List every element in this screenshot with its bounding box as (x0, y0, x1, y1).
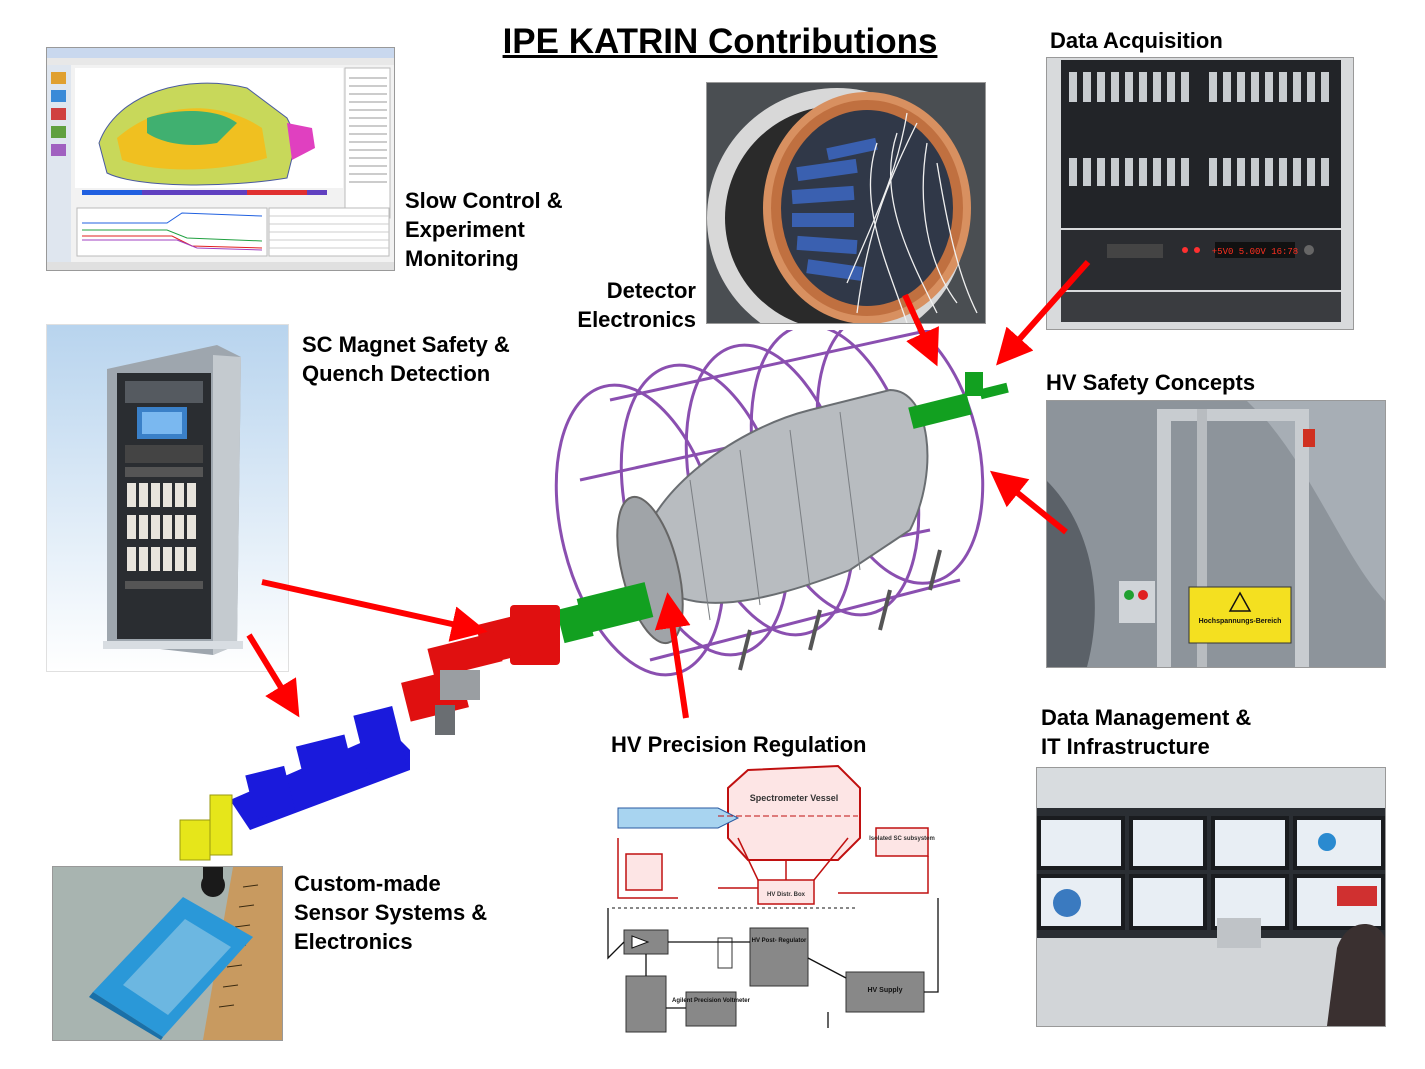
arrow-hv-safety (989, 470, 1068, 535)
schematic-vessel-label: Spectrometer Vessel (750, 793, 839, 803)
schematic-isolated-label: Isolated SC subsystem (869, 836, 935, 842)
arrow-sensor (246, 633, 300, 718)
schematic-vessel (727, 764, 861, 861)
arrow-sc-magnet (261, 579, 488, 642)
label-data-acquisition: Data Acquisition (1050, 28, 1223, 53)
rear-section (179, 794, 233, 861)
schematic-supply-label: HV Supply (867, 987, 902, 994)
hv-sign-text: Hochspannungs-Bereich (1199, 618, 1282, 625)
source-section (230, 706, 410, 830)
hv-safety-photo: Hochspannungs-Bereich (1046, 400, 1386, 668)
pre-spectrometer (556, 582, 654, 644)
arrow-data-acquisition (996, 260, 1091, 366)
support-legs (738, 549, 942, 671)
detector-section (908, 372, 1009, 429)
detector-electronics-photo (706, 82, 986, 324)
control-room-photo (1036, 767, 1386, 1027)
schematic-regulator-label: HV Post- Regulator (752, 938, 807, 944)
custom-sensor-photo (52, 866, 283, 1041)
label-hv-precision: HV Precision Regulation (611, 732, 867, 757)
schematic-voltmeter-label: Agilent Precision Voltmeter (672, 998, 751, 1004)
label-detector-electronics: Detector Electronics (577, 278, 696, 332)
arrow-detector (902, 293, 939, 367)
label-hv-safety: HV Safety Concepts (1046, 370, 1256, 395)
daq-display-text: +5V0 5.00V 16:78 (1212, 247, 1298, 257)
data-acquisition-photo: +5V0 5.00V 16:78 (1046, 57, 1354, 330)
beamline-diagram (179, 330, 1009, 861)
arrow-hv-precision (654, 592, 691, 719)
hv-schematic: Spectrometer Vessel Isolated SC subsyste… (607, 764, 939, 1033)
label-custom-sensor: Custom-made Sensor Systems & Electronics (294, 871, 488, 954)
transport-section (401, 605, 560, 735)
schematic-distribution-label: HV Distr. Box (767, 892, 806, 898)
slow-control-screenshot (46, 47, 395, 271)
page-title: IPE KATRIN Contributions (502, 22, 938, 61)
sc-magnet-rack-photo (46, 324, 289, 672)
label-slow-control: Slow Control & Experiment Monitoring (405, 188, 563, 271)
label-sc-magnet: SC Magnet Safety & Quench Detection (302, 332, 510, 386)
label-data-management: Data Management & IT Infrastructure (1041, 705, 1252, 759)
